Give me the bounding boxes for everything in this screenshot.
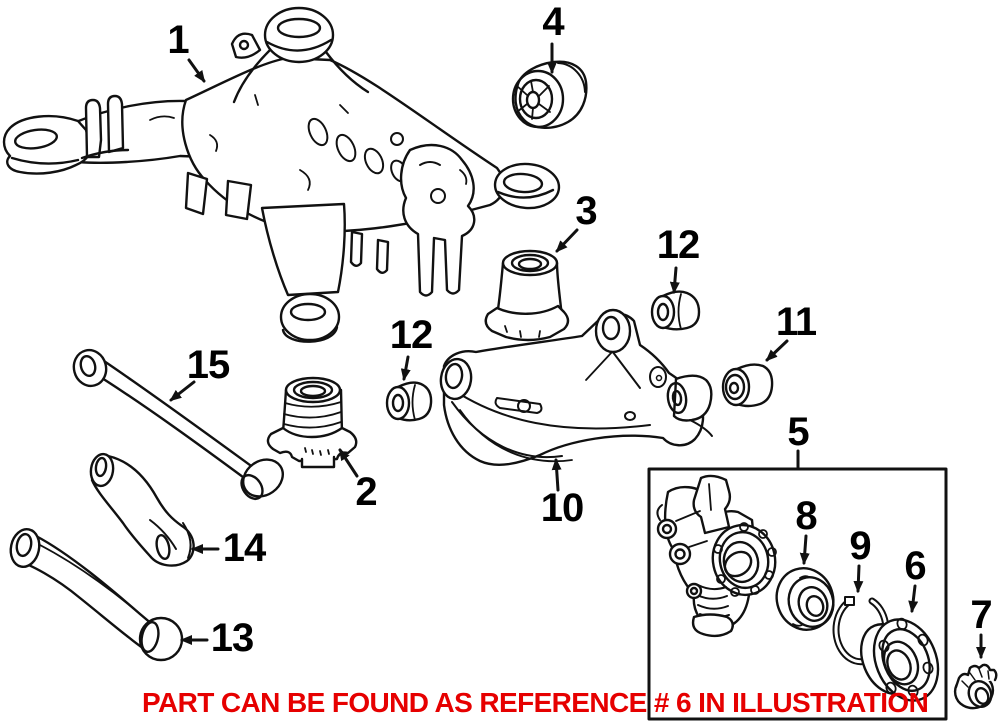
- lower-control-arm-part-10: [439, 308, 713, 466]
- callout-2: 2: [355, 470, 377, 514]
- axle-nut-part-7: [953, 663, 998, 710]
- snap-ring-part-9: [832, 596, 890, 666]
- callout-12-left: 12: [389, 313, 433, 357]
- callout-3: 3: [575, 189, 597, 233]
- subframe-part-1: [2, 6, 561, 343]
- arrow-to-part-1: [187, 58, 206, 83]
- arrow-to-part-10: [551, 458, 562, 492]
- bushing-part-11: [721, 363, 774, 408]
- arrow-to-part-6: [908, 584, 919, 613]
- callout-arrows: [169, 42, 986, 659]
- track-rod-part-15: [72, 348, 284, 501]
- arrow-to-part-11: [765, 339, 789, 362]
- bushing-part-12-left: [385, 381, 433, 422]
- bushing-part-12-upper: [650, 290, 701, 331]
- callout-12-upper: 12: [656, 223, 700, 267]
- arrow-to-part-12-left: [400, 355, 411, 381]
- arrow-to-part-8: [799, 534, 810, 565]
- reference-caption: PART CAN BE FOUND AS REFERENCE # 6 IN IL…: [142, 687, 929, 718]
- bushing-part-4: [511, 60, 588, 129]
- wheel-bearing-part-8: [775, 567, 835, 631]
- control-arm-part-13: [9, 527, 184, 662]
- arrow-to-part-9: [853, 564, 864, 593]
- callout-9: 9: [849, 524, 871, 568]
- arrow-to-part-15: [169, 380, 196, 402]
- callout-11: 11: [775, 300, 817, 344]
- callout-15: 15: [186, 343, 230, 387]
- control-arm-part-14: [89, 452, 195, 567]
- callout-5: 5: [787, 410, 809, 454]
- bushing-part-2: [266, 376, 358, 469]
- arrow-to-part-12-upper: [669, 266, 680, 294]
- hub-part-6: [859, 617, 940, 702]
- bushing-part-3: [484, 249, 570, 342]
- callout-4: 4: [542, 0, 564, 44]
- callout-6: 6: [904, 544, 926, 588]
- arrow-to-part-3: [555, 228, 579, 253]
- callout-13: 13: [210, 616, 254, 660]
- callout-8: 8: [795, 494, 817, 538]
- callout-10: 10: [540, 486, 584, 530]
- callout-14: 14: [222, 526, 266, 570]
- callout-1: 1: [167, 18, 189, 62]
- callout-7: 7: [970, 593, 992, 637]
- knuckle: [656, 474, 777, 638]
- arrow-to-part-2: [338, 448, 359, 478]
